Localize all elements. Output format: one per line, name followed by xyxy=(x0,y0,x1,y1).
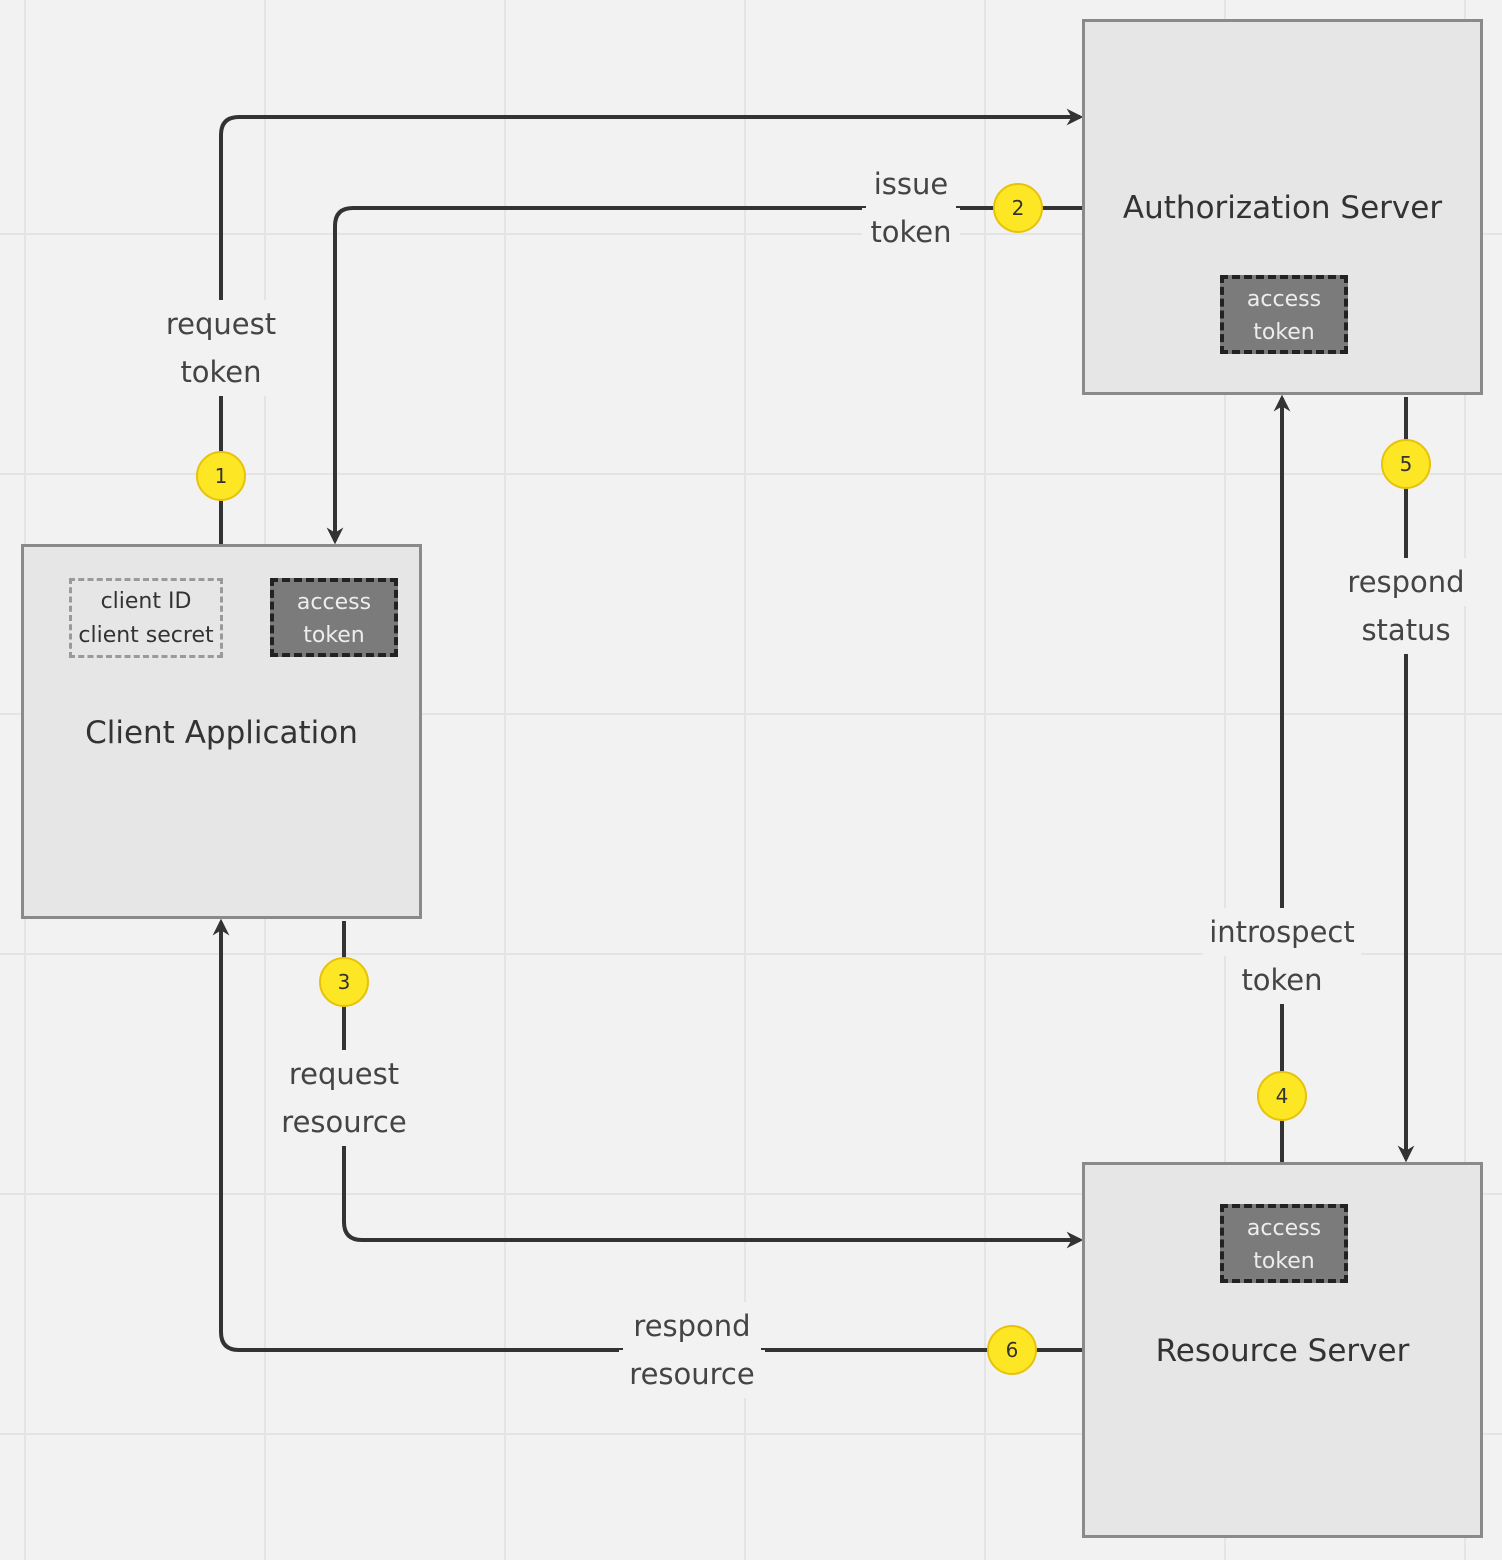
step-6-label: respond resource xyxy=(602,1302,782,1398)
client-id-text: client ID xyxy=(100,589,192,614)
step-3-label-line2: resource xyxy=(275,1098,413,1146)
step-4-label-line1: introspect xyxy=(1203,908,1361,956)
step-1-label: request token xyxy=(131,300,311,396)
step-1-label-line2: token xyxy=(174,348,268,396)
step-1-badge: 1 xyxy=(196,451,246,501)
step-2-label: issue token xyxy=(821,160,1001,256)
client-secret-text: client secret xyxy=(78,623,214,648)
resource-server-title: Resource Server xyxy=(1155,1333,1410,1369)
step-6-label-line2: resource xyxy=(619,1350,765,1398)
step-5-label-line1: respond xyxy=(1341,558,1471,606)
step-3-badge: 3 xyxy=(319,957,369,1007)
client-credentials-box: client ID client secret xyxy=(69,578,223,658)
resource-server-node[interactable]: access token Resource Server xyxy=(1082,1162,1483,1538)
authorization-server-title: Authorization Server xyxy=(1122,190,1443,226)
step-2-label-line2: token xyxy=(862,208,960,256)
access-token-line1: access xyxy=(296,590,372,615)
connector-request-resource[interactable] xyxy=(342,921,1084,1249)
step-6-label-line1: respond xyxy=(623,1302,761,1350)
step-5-label: respond status xyxy=(1316,558,1496,654)
step-4-badge: 4 xyxy=(1257,1071,1307,1121)
step-3-label-line1: request xyxy=(282,1050,406,1098)
step-6-badge: 6 xyxy=(987,1325,1037,1375)
connector-issue-token[interactable] xyxy=(326,206,1082,545)
connector-respond-resource[interactable] xyxy=(212,918,1082,1352)
authorization-server-node[interactable]: Authorization Server access token xyxy=(1082,19,1483,395)
step-2-label-line1: issue xyxy=(865,160,957,208)
step-3-label: request resource xyxy=(254,1050,434,1146)
access-token-chip: access token xyxy=(1220,275,1348,354)
step-4-label: introspect token xyxy=(1192,908,1372,1004)
access-token-line1: access xyxy=(1246,1216,1322,1241)
connector-request-token[interactable] xyxy=(219,108,1084,544)
client-application-node[interactable]: client ID client secret access token Cli… xyxy=(21,544,422,919)
step-2-badge: 2 xyxy=(993,183,1043,233)
access-token-line2: token xyxy=(1253,1249,1315,1274)
access-token-line2: token xyxy=(1253,320,1315,345)
step-5-badge: 5 xyxy=(1381,439,1431,489)
access-token-chip: access token xyxy=(1220,1204,1348,1283)
step-1-label-line1: request xyxy=(159,300,283,348)
access-token-line1: access xyxy=(1246,287,1322,312)
access-token-chip: access token xyxy=(270,578,398,657)
access-token-line2: token xyxy=(303,623,365,648)
step-4-label-line2: token xyxy=(1235,956,1329,1004)
client-application-title: Client Application xyxy=(85,715,358,751)
step-5-label-line2: status xyxy=(1355,606,1457,654)
